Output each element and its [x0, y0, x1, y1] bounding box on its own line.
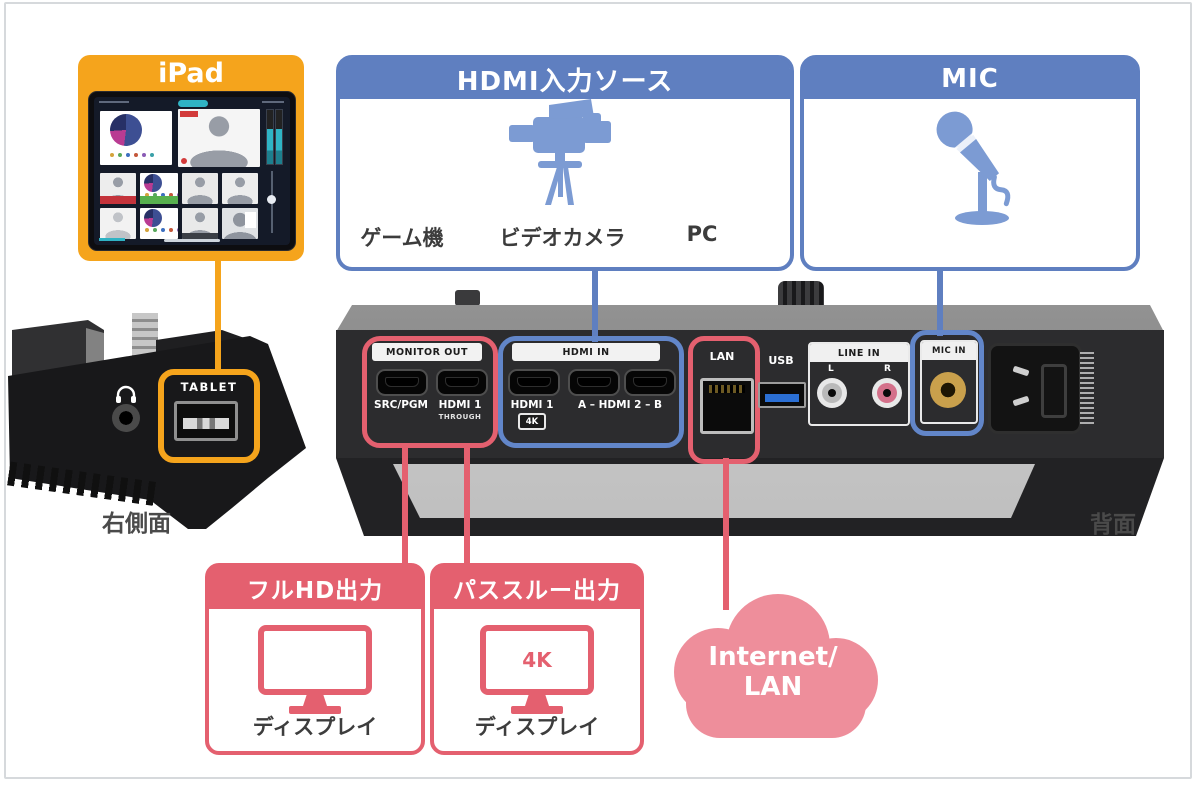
- screen-audio-meter-2: [275, 109, 283, 165]
- line-in-l-jack: [817, 378, 847, 408]
- monitor-hdmi1-label: HDMI 1: [438, 399, 482, 411]
- screen-thumb-cam2: [140, 173, 178, 204]
- screen-fader-knob: [267, 195, 276, 204]
- device-top-knob: [778, 281, 824, 308]
- tablet-port-highlight: TABLET: [158, 369, 260, 463]
- device-top-button: [455, 290, 480, 306]
- passthrough-output-box: パススルー出力 4K ディスプレイ: [430, 563, 644, 755]
- video-camera-label: ビデオカメラ: [499, 226, 626, 250]
- mic-in-label: MIC IN: [922, 342, 976, 360]
- screen-audio-meter-1: [266, 109, 274, 165]
- screen-thumb-cam3: [182, 173, 218, 204]
- screen-thumb-cam7: [182, 208, 218, 239]
- power-cert-marks: [1080, 352, 1094, 424]
- passthrough-4k-badge: 4K: [480, 625, 594, 695]
- through-label: THROUGH: [438, 413, 482, 421]
- fullhd-display-icon: [258, 625, 372, 714]
- screen-thumb-cam1: [100, 173, 136, 204]
- screen-statusbar-left: [99, 101, 129, 103]
- monitor-out-label: MONITOR OUT: [372, 343, 482, 361]
- lan-port: [700, 378, 754, 434]
- game-console-label: ゲーム機: [360, 226, 444, 250]
- screen-thumb-cam8: [222, 208, 258, 239]
- hdmi1-through-port: [436, 369, 488, 396]
- ipad-screen: [94, 97, 290, 245]
- mic-in-section: MIC IN: [920, 340, 978, 424]
- hdmi-in-4k-badge: 4K: [518, 413, 546, 430]
- mic-to-mic-in-line: [937, 260, 943, 336]
- hdmi-in-2b-port: [624, 369, 676, 396]
- mic-in-jack: [930, 372, 966, 408]
- srcpgm-to-fullhd-line: [402, 446, 408, 566]
- tablet-usb-port: [174, 401, 238, 441]
- line-in-section: LINE IN: [808, 342, 910, 426]
- ipad-to-tablet-line: [215, 258, 221, 374]
- headphone-jack: [112, 404, 140, 432]
- screen-bottombar-left: [99, 238, 125, 241]
- hdmi-in-2a-port: [568, 369, 620, 396]
- screen-thumb-cam4: [222, 173, 258, 204]
- ipad-box: iPad: [78, 55, 304, 261]
- usb-label: USB: [768, 354, 794, 367]
- screen-thumb-cam6: [140, 208, 178, 239]
- mic-title: MIC: [804, 59, 1136, 99]
- ipad-device: [88, 91, 296, 251]
- hdmi-in-1-port: [508, 369, 560, 396]
- screen-home-indicator: [164, 239, 220, 242]
- screen-thumb-cam5: [100, 208, 136, 239]
- pc-label: PC: [686, 222, 718, 246]
- microphone-icon: [936, 111, 1011, 225]
- cloud-line2: LAN: [743, 672, 803, 702]
- tablet-label: TABLET: [180, 380, 238, 394]
- screen-statusbar-right: [262, 101, 284, 103]
- src-pgm-label: SRC/PGM: [374, 399, 428, 411]
- screen-thumb-program: [178, 109, 260, 167]
- fullhd-output-box: フルHD出力 ディスプレイ: [205, 563, 425, 755]
- hdmi-in-1-label: HDMI 1: [510, 399, 554, 411]
- hdmi-sources-title: HDMI入力ソース: [340, 59, 790, 99]
- line-in-r-label: R: [884, 364, 891, 374]
- passthrough-display-icon: 4K: [480, 625, 594, 714]
- hdmi-in-2ab-label: A – HDMI 2 – B: [577, 399, 663, 411]
- src-pgm-hdmi-port: [376, 369, 428, 396]
- screen-live-button: [178, 100, 208, 107]
- through-to-passthrough-line: [464, 446, 470, 566]
- lan-highlight: [688, 336, 760, 464]
- passthrough-display-label: ディスプレイ: [474, 715, 600, 739]
- mic-in-highlight: [910, 330, 984, 436]
- headphone-icon: [116, 385, 136, 403]
- hdmi-in-label: HDMI IN: [512, 343, 660, 361]
- hdmi-sources-to-hdmi-in-line: [592, 260, 598, 342]
- ipad-title: iPad: [158, 57, 224, 89]
- internet-lan-cloud: Internet/ LAN: [656, 590, 890, 762]
- lan-to-cloud-line: [723, 458, 729, 610]
- ac-power-inlet: [988, 343, 1082, 434]
- line-in-r-jack: [872, 378, 902, 408]
- video-camera-icon: [509, 99, 611, 205]
- line-in-label: LINE IN: [810, 344, 908, 362]
- passthrough-output-title: パススルー出力: [434, 567, 640, 609]
- screen-thumb-graphic: [100, 111, 172, 165]
- cloud-line1: Internet/: [708, 642, 838, 672]
- lan-label: LAN: [709, 350, 735, 363]
- line-in-l-label: L: [828, 364, 834, 374]
- back-view-caption: 背面: [1090, 512, 1136, 538]
- hdmi-in-highlight: [498, 336, 684, 448]
- fullhd-output-title: フルHD出力: [209, 567, 421, 609]
- mic-box: MIC: [800, 55, 1140, 271]
- fullhd-display-label: ディスプレイ: [252, 715, 378, 739]
- usb-port: [758, 382, 806, 408]
- monitor-out-highlight: [362, 336, 498, 448]
- side-view-caption: 右側面: [102, 511, 171, 537]
- cloud-icon: [674, 594, 878, 738]
